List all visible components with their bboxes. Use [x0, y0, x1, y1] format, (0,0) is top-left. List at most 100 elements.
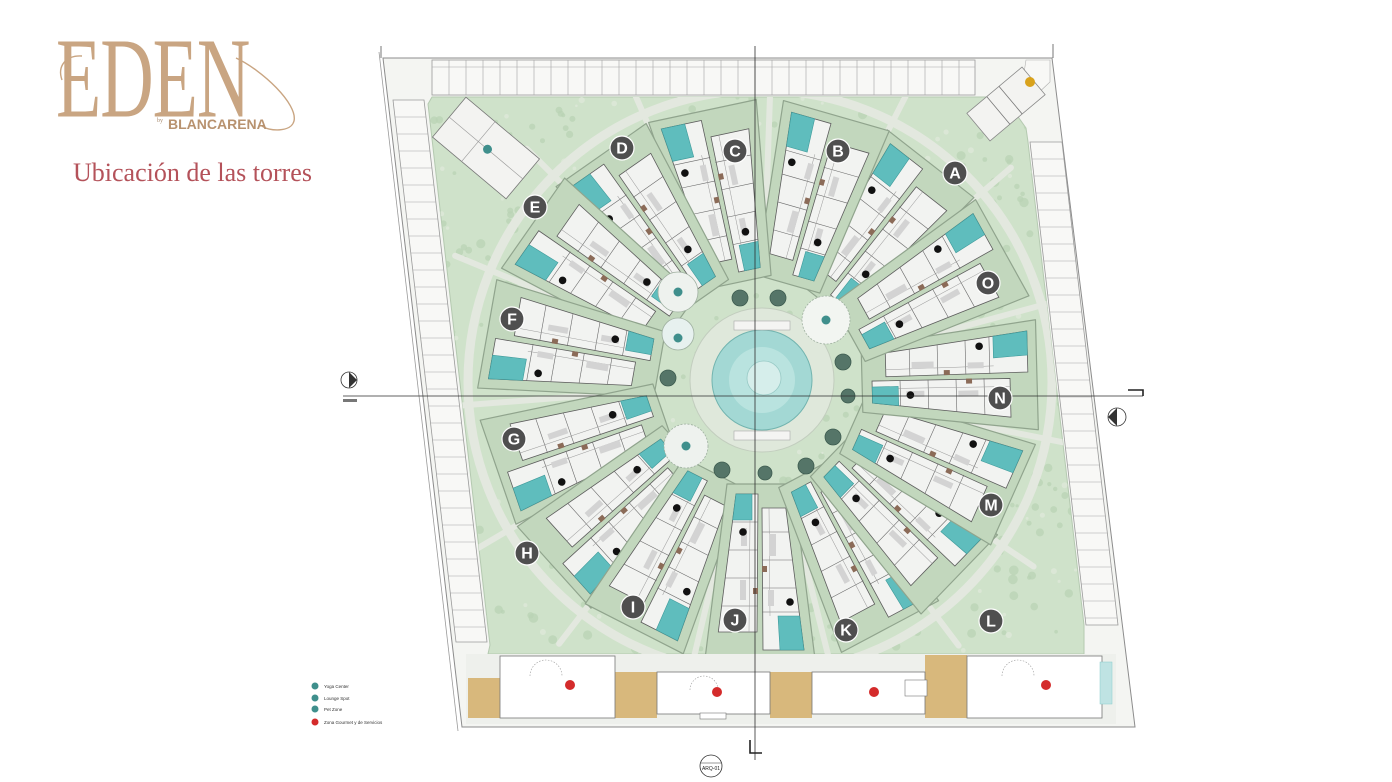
tree — [731, 289, 749, 307]
tree — [1028, 571, 1036, 580]
tree — [976, 132, 984, 140]
tower-room — [835, 563, 850, 584]
tower-label-l: L — [978, 608, 1004, 634]
tree — [569, 115, 576, 122]
page-title: Ubicación de las torres — [73, 158, 312, 187]
tower-stair — [888, 216, 897, 224]
tower-room — [935, 261, 953, 275]
tower-wall — [680, 541, 709, 556]
amenity-circle — [663, 423, 709, 469]
tower-stair — [620, 506, 628, 515]
building-wall — [986, 96, 1011, 125]
shrub — [1025, 516, 1029, 520]
tower-wall — [668, 566, 699, 583]
tower-stair — [551, 338, 559, 345]
shrub — [1074, 568, 1078, 572]
tower-room — [768, 590, 774, 606]
tower-marker — [534, 369, 542, 378]
tower-marker — [852, 494, 860, 503]
tower-marker — [895, 320, 904, 328]
tree — [428, 560, 436, 570]
tower-wall — [894, 538, 920, 566]
tower-wall — [649, 201, 677, 221]
tower-label-text: C — [729, 144, 741, 161]
tower-marker — [786, 598, 794, 606]
tree — [1075, 209, 1079, 213]
tower-room — [547, 324, 569, 334]
tower-room — [885, 283, 908, 301]
tower-pool — [620, 395, 652, 420]
tree — [680, 374, 686, 380]
tower-building — [514, 230, 657, 332]
tower-label-text: A — [949, 166, 961, 183]
tower-stair — [928, 450, 937, 458]
shrub — [572, 166, 577, 171]
tower-building — [640, 494, 727, 642]
tower-room — [646, 191, 663, 212]
tree — [797, 457, 815, 475]
tower-n — [860, 319, 1039, 431]
tower-wall — [577, 221, 599, 253]
legend-label: Lounge Spot — [324, 696, 350, 701]
section-marker-circle — [699, 754, 723, 778]
tower-corridor — [519, 417, 627, 454]
tree — [1010, 502, 1015, 508]
tower-label-text: D — [616, 141, 628, 158]
shrub — [523, 603, 528, 608]
tower-pool — [777, 615, 805, 651]
deck-block — [468, 678, 502, 718]
tower-wall — [570, 265, 591, 294]
legend: Yoga Center Lounge Spot Pet Zone Zona Go… — [311, 682, 383, 726]
shrub — [1073, 157, 1079, 163]
tower-pool — [488, 354, 527, 381]
tree — [434, 629, 444, 639]
pool-island — [746, 360, 782, 396]
section-marker-arrow — [349, 372, 357, 388]
service-building — [966, 655, 1103, 719]
tree — [1026, 520, 1032, 526]
tree — [659, 369, 677, 387]
tower-wall — [620, 297, 637, 320]
tree — [529, 123, 536, 130]
tree — [1085, 116, 1089, 120]
tree — [1015, 504, 1019, 508]
tower-wall — [655, 517, 683, 532]
shrub — [960, 648, 966, 653]
tree — [1026, 230, 1034, 238]
parking-strip-right — [1029, 141, 1119, 626]
shrub — [539, 629, 546, 635]
amenity-dot — [673, 287, 683, 297]
tower-wall — [721, 182, 754, 191]
shrub — [1039, 512, 1045, 518]
tree — [1030, 602, 1038, 611]
tower-pool — [791, 484, 819, 518]
logo-swash — [235, 57, 295, 131]
tree — [993, 565, 1001, 573]
tower-stair — [713, 196, 720, 204]
tree — [540, 138, 545, 144]
tower-label-d: D — [609, 135, 635, 161]
tower-room — [888, 529, 908, 548]
tower-room — [547, 427, 569, 440]
tower-stair — [600, 274, 609, 283]
tree — [1014, 183, 1020, 190]
service-dot — [712, 687, 722, 697]
amenity-circle — [801, 295, 851, 345]
tree — [1058, 107, 1067, 116]
tower-wall — [693, 516, 718, 530]
tower-g — [479, 383, 675, 525]
shrub — [943, 129, 949, 135]
tower-marker — [861, 270, 870, 279]
tower-wall — [876, 283, 891, 308]
tree — [688, 105, 696, 113]
tree — [834, 353, 852, 371]
building-wall — [998, 86, 1023, 115]
tower-wall — [876, 519, 900, 544]
tower-label-text: L — [986, 614, 996, 631]
building-entry — [904, 679, 928, 697]
building-wall — [461, 121, 496, 162]
tree — [1050, 506, 1058, 513]
tower-corridor — [898, 386, 1011, 389]
tree — [1054, 629, 1058, 634]
shrub — [1002, 612, 1007, 617]
